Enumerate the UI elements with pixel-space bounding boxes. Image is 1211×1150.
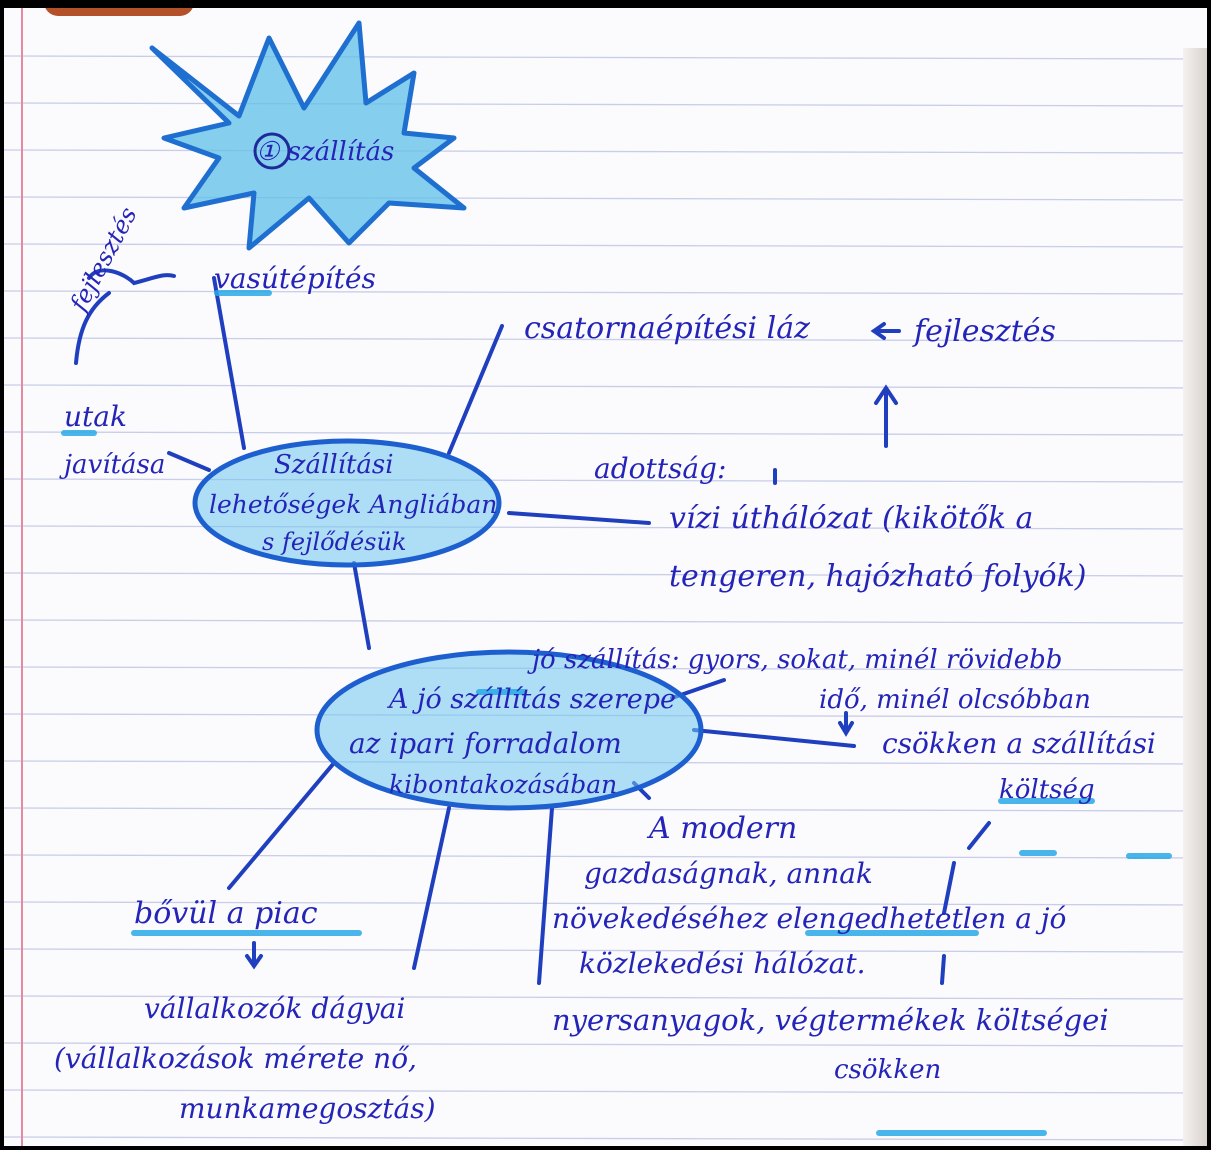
ruled-line (4, 1136, 1207, 1141)
ruled-line (4, 1089, 1207, 1094)
ruled-line (4, 995, 1207, 1000)
ruled-line (4, 431, 1207, 436)
ruled-line (4, 243, 1207, 248)
bubble-two-line-2: az ipari forradalom (349, 727, 622, 760)
utak-line-2: javítása (59, 450, 165, 480)
ruled-line (4, 619, 1207, 624)
modern-line-4: közlekedési hálózat. (579, 947, 866, 980)
star-label: ① szállítás (256, 137, 394, 167)
arrows (245, 322, 991, 985)
page-binding-edge (1183, 48, 1207, 1146)
modern-line-2: gazdaságnak, annak (584, 857, 873, 890)
ruled-line (4, 102, 1207, 107)
notebook-page: ① szállítás (4, 8, 1207, 1146)
jo-szallitas-line-2: idő, minél olcsóbban (819, 685, 1091, 715)
bubble-two-line-3: kibontakozásában (389, 770, 617, 799)
ruled-line (4, 1042, 1207, 1047)
bubble-two-line-1: A jó szállítás szerepe (386, 684, 676, 715)
ruled-line (4, 948, 1207, 953)
top-right-fejlesztes: fejlesztés (912, 314, 1056, 349)
ruled-line (4, 55, 1207, 60)
adottsag-label: adottság: (594, 452, 726, 485)
ruled-line (4, 290, 1207, 295)
jo-szallitas-line-1: jó szállítás: gyors, sokat, minél rövide… (527, 645, 1062, 675)
bubble-two (314, 649, 704, 811)
ruled-line (4, 572, 1207, 577)
csatorna-label: csatornaépítési láz (524, 311, 810, 346)
notes-text: fejlesztés vasútépítés csatornaépítési l… (54, 202, 1156, 1125)
vallalkozok-line-1: vállalkozók dágyai (144, 992, 405, 1025)
vallalkozok-line-3: munkamegosztás) (179, 1092, 436, 1125)
bovul-label: bővül a piac (134, 896, 318, 931)
bubble-center-line-1: Szállítási (274, 450, 394, 480)
bubble-center-line-3: s fejlődésük (262, 528, 406, 556)
modern-line-3: növekedéséhez elengedhetetlen a jó (552, 902, 1066, 935)
highlight-marks (61, 290, 1172, 1136)
vizi-line-2: tengeren, hajózható folyók) (669, 559, 1086, 594)
csokken-koltseg-line-1: csökken a szállítási (882, 727, 1156, 760)
ruled-line (4, 807, 1207, 812)
ruled-line (4, 149, 1207, 154)
modern-line-1: A modern (646, 811, 797, 846)
ruled-line (4, 384, 1207, 389)
vasutepites-label: vasútépítés (214, 262, 376, 295)
csokken-koltseg-line-2: költség (999, 775, 1095, 805)
ruled-line (4, 337, 1207, 342)
torn-corner (44, 8, 194, 16)
bubble-center-line-2: lehetőségek Angliában (209, 490, 497, 519)
utak-line-1: utak (64, 400, 127, 433)
ruled-line (4, 854, 1207, 859)
nyersanyag-line-1: nyersanyagok, végtermékek költségei (552, 1003, 1109, 1037)
star-shape (149, 20, 467, 251)
ruled-line (4, 901, 1207, 906)
bubble-center (192, 438, 502, 568)
vizi-line-1: vízi úthálózat (kikötők a (669, 501, 1033, 536)
ruled-line (4, 196, 1207, 201)
nyersanyag-line-2: csökken (834, 1055, 941, 1085)
vallalkozok-line-2: (vállalkozások mérete nő, (54, 1042, 417, 1075)
